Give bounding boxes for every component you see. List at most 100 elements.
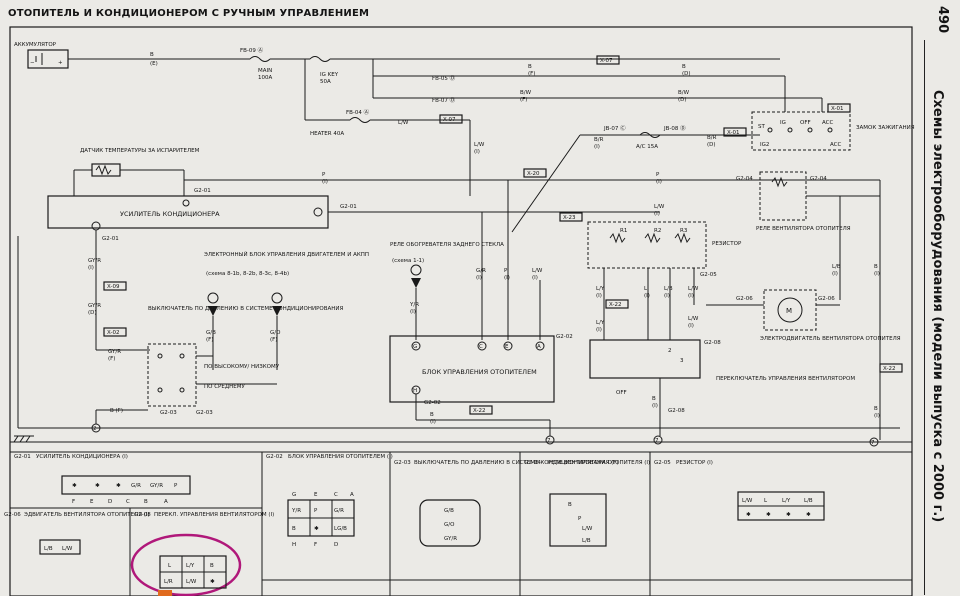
svg-text:2: 2: [93, 426, 97, 432]
connector-g2-01: G2-01 УСИЛИТЕЛЬ КОНДИЦИОНЕРА (I) ✱✱✱ G/R…: [14, 454, 191, 505]
svg-text:(I): (I): [688, 293, 694, 299]
svg-text:50A: 50A: [320, 79, 331, 85]
svg-text:L/W: L/W: [186, 579, 197, 585]
svg-text:G/O: G/O: [444, 522, 455, 528]
svg-text:MAIN: MAIN: [258, 68, 272, 74]
svg-text:L: L: [764, 498, 768, 504]
svg-text:G2-02: G2-02: [266, 454, 283, 460]
svg-text:✱: ✱: [806, 511, 811, 518]
svg-text:(F): (F): [270, 337, 277, 343]
svg-text:P: P: [314, 508, 318, 514]
svg-text:ST: ST: [758, 124, 765, 130]
svg-text:ACC: ACC: [822, 120, 834, 126]
svg-text:✱: ✱: [95, 482, 100, 489]
svg-text:B: B: [430, 412, 434, 418]
svg-text:(D): (D): [682, 71, 691, 77]
battery-label: АККУМУЛЯТОР: [14, 42, 57, 48]
svg-text:D: D: [108, 499, 112, 505]
svg-text:L/W: L/W: [688, 286, 699, 292]
svg-text:L/W: L/W: [654, 204, 665, 210]
svg-text:✱: ✱: [72, 482, 77, 489]
svg-text:(D): (D): [678, 97, 687, 103]
svg-text:РЕЗИСТОР: РЕЗИСТОР: [712, 241, 742, 247]
svg-text:OFF: OFF: [800, 120, 811, 126]
svg-text:G2-08: G2-08: [704, 340, 721, 346]
ac-amplifier-label: УСИЛИТЕЛЬ КОНДИЦИОНЕРА: [120, 210, 220, 218]
svg-text:A: A: [537, 344, 541, 350]
svg-text:(I): (I): [88, 265, 94, 271]
svg-text:X-22: X-22: [473, 408, 485, 414]
svg-text:✱: ✱: [786, 511, 791, 518]
svg-text:FB-04 Ⓐ: FB-04 Ⓐ: [346, 108, 370, 116]
svg-text:B/R: B/R: [707, 135, 717, 141]
svg-text:IG: IG: [780, 120, 786, 126]
svg-text:F: F: [72, 499, 75, 505]
svg-text:P: P: [174, 483, 178, 489]
svg-text:7: 7: [655, 438, 659, 444]
svg-text:(I): (I): [532, 275, 538, 281]
svg-text:B: B: [528, 64, 532, 70]
svg-text:B: B: [144, 499, 148, 505]
svg-text:B: B: [874, 264, 878, 270]
svg-text:L/W: L/W: [532, 268, 543, 274]
svg-text:L/R: L/R: [164, 579, 173, 585]
fan-switch: ПЕРЕКЛЮЧАТЕЛЬ УПРАВЛЕНИЯ ВЕНТИЛЯТОРОМ G2…: [589, 339, 855, 396]
svg-text:L/Y: L/Y: [596, 320, 605, 326]
svg-text:(F): (F): [206, 337, 213, 343]
svg-text:E: E: [314, 492, 318, 498]
svg-text:100A: 100A: [258, 75, 272, 81]
connector-g2-03: G2-03 ВЫКЛЮЧАТЕЛЬ ПО ДАВЛЕНИЮ В СИСТЕМЕ …: [394, 460, 619, 547]
connector-g2-04: G2-04 РЕЛЕ ВЕНТИЛЯТОРА ОТОПИТЕЛЯ (I) BP …: [524, 460, 650, 547]
svg-text:(I): (I): [664, 293, 670, 299]
svg-text:ПО СРЕДНЕМУ: ПО СРЕДНЕМУ: [204, 384, 245, 390]
svg-text:L/W: L/W: [398, 120, 409, 126]
svg-text:H: H: [292, 542, 296, 548]
svg-text:B: B: [874, 406, 878, 412]
svg-text:G/B: G/B: [444, 508, 454, 514]
section-title: Схемы электрооборудования (модели выпуск…: [930, 90, 945, 523]
svg-text:G2-01: G2-01: [102, 236, 119, 242]
heater-control-unit-label: БЛОК УПРАВЛЕНИЯ ОТОПИТЕЛЕМ: [422, 368, 537, 376]
svg-text:L: L: [644, 286, 648, 292]
svg-text:(D): (D): [88, 310, 97, 316]
svg-text:P: P: [578, 516, 582, 522]
svg-text:G2-03: G2-03: [394, 460, 411, 466]
svg-text:(I): (I): [596, 327, 602, 333]
svg-text:(I): (I): [874, 413, 880, 419]
svg-text:A: A: [164, 499, 168, 505]
svg-text:(I): (I): [874, 271, 880, 277]
svg-text:(I): (I): [430, 419, 436, 425]
svg-text:G2-03: G2-03: [160, 410, 177, 416]
svg-text:L/W: L/W: [688, 316, 699, 322]
svg-text:B/W: B/W: [678, 90, 690, 96]
svg-text:B: B: [292, 526, 296, 532]
svg-text:(F): (F): [108, 356, 115, 362]
svg-text:G2-06: G2-06: [4, 512, 21, 518]
svg-text:A/C 15A: A/C 15A: [636, 144, 658, 150]
svg-text:(I): (I): [474, 149, 480, 155]
svg-text:G2-06: G2-06: [736, 296, 753, 302]
svg-text:(E): (E): [150, 61, 158, 67]
svg-text:ЭДВИГАТЕЛЬ ВЕНТИЛЯТОРА ОТОПИТЕ: ЭДВИГАТЕЛЬ ВЕНТИЛЯТОРА ОТОПИТЕЛЯ (I): [24, 512, 150, 518]
svg-text:E: E: [505, 344, 509, 350]
svg-text:ПЕРЕКЛЮЧАТЕЛЬ УПРАВЛЕНИЯ ВЕНТИ: ПЕРЕКЛЮЧАТЕЛЬ УПРАВЛЕНИЯ ВЕНТИЛЯТОРОМ: [716, 376, 855, 382]
page-number: 490: [935, 6, 950, 34]
svg-text:2: 2: [668, 348, 672, 354]
svg-text:L/B: L/B: [664, 286, 673, 292]
svg-text:L/Y: L/Y: [596, 286, 605, 292]
svg-text:G2-01: G2-01: [14, 454, 31, 460]
svg-text:L/Y: L/Y: [782, 498, 791, 504]
svg-text:РЕЛЕ ВЕНТИЛЯТОРА ОТОПИТЕЛЯ: РЕЛЕ ВЕНТИЛЯТОРА ОТОПИТЕЛЯ: [756, 226, 851, 232]
svg-text:L/W: L/W: [62, 546, 73, 552]
svg-text:X-22: X-22: [883, 366, 895, 372]
svg-text:G2-04: G2-04: [524, 460, 541, 466]
svg-text:GY/R: GY/R: [150, 483, 163, 489]
svg-text:G2-08: G2-08: [668, 408, 685, 414]
evap-temp-sensor: ДАТЧИК ТЕМПЕРАТУРЫ ЗА ИСПАРИТЕЛЕМ: [80, 148, 200, 177]
svg-text:E: E: [90, 499, 94, 505]
svg-text:G2-05: G2-05: [654, 460, 671, 466]
svg-text:X-20: X-20: [527, 171, 540, 177]
svg-text:ПЕРЕКЛ. УПРАВЛЕНИЯ ВЕНТИЛЯТОРО: ПЕРЕКЛ. УПРАВЛЕНИЯ ВЕНТИЛЯТОРОМ (I): [154, 512, 274, 518]
